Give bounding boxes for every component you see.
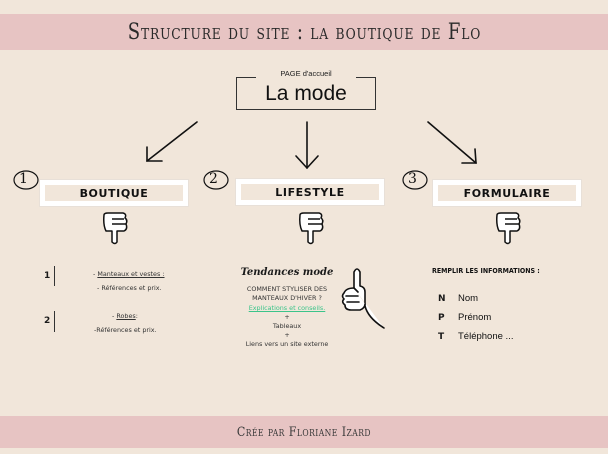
lifestyle-line: MANTEAUX D'HIVER ? (252, 294, 322, 302)
home-title: La mode (265, 82, 347, 105)
footer-banner: Crée par Floriane Izard (0, 416, 608, 448)
hand-pointing-down-icon (103, 212, 128, 245)
field-label: Téléphone ... (458, 331, 514, 342)
section-number-2: 2 (209, 171, 218, 187)
lifestyle-plus: + (284, 313, 290, 321)
list-item-sub: -Références et prix. (94, 326, 157, 334)
circle-1 (13, 170, 39, 190)
lifestyle-heading: Tendances mode (240, 267, 334, 278)
lifestyle-link[interactable]: Explications et conseils. (248, 304, 326, 312)
hand-pointing-up-icon (341, 268, 385, 329)
field-letter: P (438, 313, 445, 323)
list-item-number: 1 (44, 271, 51, 281)
field-label: Prénom (458, 312, 492, 323)
circle-2 (203, 170, 229, 190)
divider (54, 311, 55, 332)
field-label: Nom (458, 293, 479, 304)
list-item-title: - Robes: (112, 312, 138, 320)
lifestyle-line: COMMENT STYLISER DES (246, 285, 328, 293)
list-item-number: 2 (44, 316, 51, 326)
list-item-sub: - Références et prix. (97, 284, 162, 292)
section-number-3: 3 (408, 171, 417, 187)
section-label-lifestyle: LIFESTYLE (275, 185, 345, 199)
section-number-1: 1 (19, 171, 28, 187)
hand-pointing-down-icon (299, 212, 324, 245)
home-caption: PAGE d'accueil (256, 69, 356, 78)
footer-credit: Crée par Floriane Izard (236, 424, 372, 440)
section-box-boutique: BOUTIQUE (40, 180, 188, 206)
section-label-formulaire: FORMULAIRE (463, 186, 551, 200)
form-heading: REMPLIR LES INFORMATIONS : (432, 267, 540, 275)
field-letter: N (438, 294, 446, 304)
lifestyle-line: Tableaux (272, 322, 302, 330)
arrow-to-lifestyle (295, 121, 319, 170)
arrow-to-formulaire (427, 121, 477, 164)
section-box-lifestyle: LIFESTYLE (236, 179, 384, 205)
arrow-to-boutique (146, 121, 198, 162)
page-title: Structure du site : la boutique de Flo (127, 19, 481, 45)
section-box-formulaire: FORMULAIRE (433, 180, 581, 206)
lifestyle-plus: + (284, 331, 290, 339)
circle-3 (402, 170, 428, 190)
lifestyle-line: Liens vers un site externe (245, 340, 329, 348)
list-item-title: - Manteaux et vestes : (93, 270, 165, 278)
hand-pointing-down-icon (496, 212, 521, 245)
title-banner: Structure du site : la boutique de Flo (0, 14, 608, 50)
field-letter: T (438, 332, 445, 342)
divider (54, 266, 55, 286)
section-label-boutique: BOUTIQUE (79, 186, 149, 200)
